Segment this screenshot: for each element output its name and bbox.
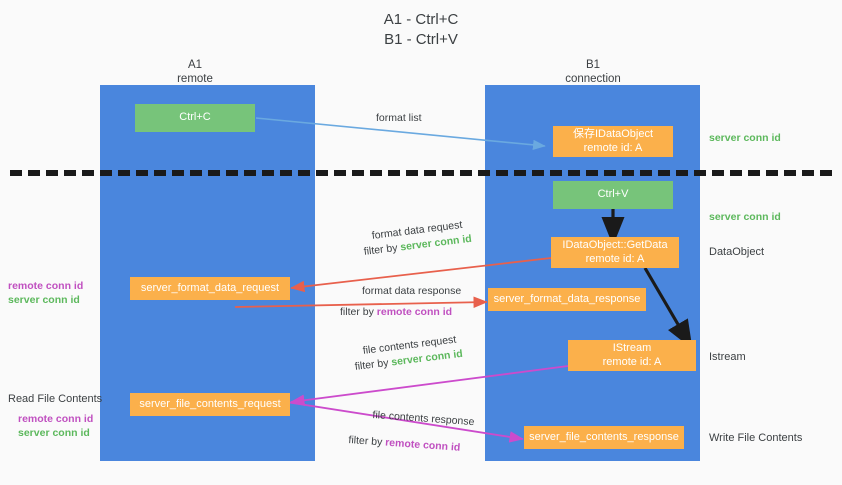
label-format-data-response: format data response [362, 285, 462, 297]
box-ctrl-c[interactable]: Ctrl+C [135, 104, 255, 132]
box-file-contents-request[interactable]: server_file_contents_request [130, 393, 290, 416]
arrow-format-data-response [234, 296, 488, 309]
arrow-file-contents-request [290, 365, 569, 406]
column-header-b1-sub: connection [565, 73, 621, 85]
column-header-a1: A1 remote [120, 58, 270, 86]
box-istream[interactable]: IStream remote id: A [568, 340, 696, 371]
arrow-format-data-request [290, 257, 552, 293]
divider-dashed [10, 170, 832, 176]
box-ctrl-c-line1: Ctrl+C [179, 111, 211, 124]
title-line-1: A1 - Ctrl+C [383, 11, 459, 28]
box-ctrl-v[interactable]: Ctrl+V [553, 181, 673, 209]
annotation-read-file-contents: Read File Contents [8, 393, 103, 405]
label-format-data-response-filter: filter by remote conn id [340, 306, 453, 318]
box-ctrl-v-line1: Ctrl+V [597, 188, 629, 201]
box-format-data-request-line1: server_format_data_request [140, 281, 280, 294]
box-getdata[interactable]: IDataObject::GetData remote id: A [551, 237, 679, 268]
column-header-a1-name: A1 [187, 59, 203, 71]
annotation-left-group-1-server: server conn id [8, 294, 80, 306]
annotation-server-conn-id-mid: server conn id [709, 211, 781, 223]
annotation-dataobject: DataObject [709, 246, 765, 258]
box-save-idataobject[interactable]: 保存IDataObject remote id: A [553, 126, 673, 157]
box-format-data-response[interactable]: server_format_data_response [488, 288, 646, 311]
annotation-left-group-1-remote: remote conn id [8, 280, 84, 292]
label-format-list: format list [376, 112, 422, 124]
column-header-b1: B1 connection [518, 58, 668, 86]
column-header-a1-sub: remote [177, 73, 213, 85]
box-format-data-request[interactable]: server_format_data_request [130, 277, 290, 300]
annotation-server-conn-id-top: server conn id [709, 132, 781, 144]
box-format-data-response-line1: server_format_data_response [493, 292, 641, 305]
title-line-2: B1 - Ctrl+V [384, 31, 458, 48]
page-title: A1 - Ctrl+C B1 - Ctrl+V [0, 10, 842, 50]
annotation-left-group-2-server: server conn id [18, 427, 90, 439]
annotation-write-file-contents: Write File Contents [709, 432, 803, 444]
column-header-b1-name: B1 [585, 59, 601, 71]
annotation-istream: Istream [709, 351, 746, 363]
box-getdata-line2: remote id: A [585, 252, 645, 265]
box-file-contents-response[interactable]: server_file_contents_response [524, 426, 684, 449]
box-save-idataobject-line1: 保存IDataObject [572, 128, 654, 140]
box-file-contents-request-line1: server_file_contents_request [139, 397, 281, 410]
arrow-getdata-to-istream [643, 267, 693, 350]
box-istream-line2: remote id: A [602, 355, 662, 368]
box-istream-line1: IStream [612, 342, 652, 354]
box-save-idataobject-line2: remote id: A [583, 141, 643, 154]
arrow-format-list [255, 117, 546, 150]
box-getdata-line1: IDataObject::GetData [562, 239, 668, 251]
box-file-contents-response-line1: server_file_contents_response [529, 430, 679, 443]
annotation-left-group-2-remote: remote conn id [18, 413, 94, 425]
